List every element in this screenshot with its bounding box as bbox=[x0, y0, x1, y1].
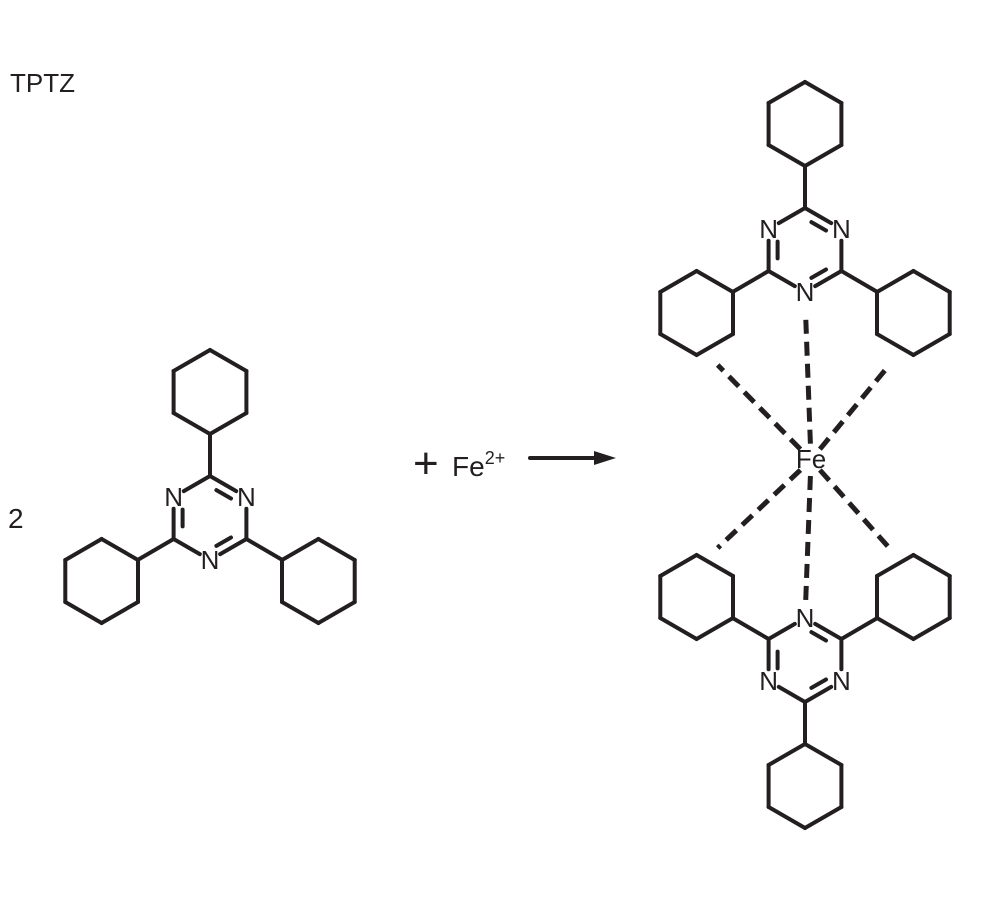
reaction-arrow bbox=[528, 451, 616, 465]
lower-ligand-pyridine-bond bbox=[911, 553, 952, 578]
lower-ligand-pyridine-bond bbox=[803, 742, 844, 767]
free-ligand-triazine-bond bbox=[208, 474, 239, 494]
upper-ligand-pyridine-bond bbox=[803, 80, 844, 105]
stoichiometric-coefficient: 2 bbox=[8, 503, 24, 534]
coordination-bond bbox=[715, 363, 803, 451]
lower-ligand-pyridine-bond bbox=[658, 553, 699, 578]
arrow-head bbox=[594, 451, 616, 465]
reaction-operator: + Fe2+ bbox=[413, 439, 505, 488]
iron-center-label: Fe bbox=[796, 444, 826, 474]
lower-ligand-link-bond bbox=[730, 616, 771, 641]
lower-ligand-triazine-nitrogen: N bbox=[832, 666, 851, 696]
coordination-bond bbox=[715, 468, 803, 550]
lower-ligand-pyridine-bond bbox=[766, 805, 807, 830]
upper-ligand-pyridine-bond bbox=[694, 332, 735, 357]
lower-ligand-pyridine-bond bbox=[694, 616, 735, 641]
upper-ligand-pyridine-bond bbox=[658, 332, 699, 357]
free-ligand-pyridine-bond bbox=[171, 411, 212, 436]
lower-ligand-triazine-nitrogen: N bbox=[796, 603, 815, 633]
compound-name-label: TPTZ bbox=[10, 68, 75, 98]
lower-ligand-pyridine-bond bbox=[694, 553, 735, 578]
lower-ligand-link-bond bbox=[839, 616, 880, 641]
upper-ligand: N N N bbox=[658, 80, 952, 357]
coordination-bond bbox=[818, 468, 892, 550]
iron-complex-structure: N N N N N N Fe bbox=[658, 80, 952, 830]
upper-ligand-pyridine-bond bbox=[911, 269, 952, 294]
free-ligand-triazine-double-bond bbox=[214, 535, 233, 548]
free-ligand-triazine-nitrogen: N bbox=[201, 545, 220, 575]
lower-ligand-pyridine-bond bbox=[911, 616, 952, 641]
lower-ligand-triazine-bond bbox=[766, 621, 797, 641]
upper-ligand-link-bond bbox=[730, 269, 771, 294]
lower-ligand-pyridine-bond bbox=[875, 553, 916, 578]
free-ligand-triazine-double-bond bbox=[214, 488, 233, 501]
plus-sign: + bbox=[413, 439, 439, 488]
free-ligand-triazine-bond bbox=[181, 474, 212, 494]
upper-ligand-pyridine-bond bbox=[766, 80, 807, 105]
free-ligand-triazine-bond bbox=[218, 537, 249, 557]
upper-ligand-triazine-nitrogen: N bbox=[759, 214, 778, 244]
lower-ligand-triazine-bond bbox=[776, 684, 807, 704]
free-ligand-structure: N N N bbox=[63, 348, 357, 625]
free-ligand-triazine-nitrogen: N bbox=[237, 482, 256, 512]
free-ligand-pyridine-bond bbox=[280, 600, 321, 625]
upper-ligand-pyridine-bond bbox=[875, 332, 916, 357]
free-ligand-pyridine-bond bbox=[316, 537, 357, 562]
upper-ligand-link-bond bbox=[839, 269, 880, 294]
free-ligand-pyridine-bond bbox=[99, 537, 140, 562]
upper-ligand-triazine-bond bbox=[813, 269, 844, 289]
lower-ligand-pyridine-bond bbox=[766, 742, 807, 767]
upper-ligand-triazine-bond bbox=[766, 269, 797, 289]
lower-ligand-pyridine-bond bbox=[658, 616, 699, 641]
free-ligand-link-bond bbox=[135, 537, 176, 562]
iron-charge: 2+ bbox=[485, 448, 506, 468]
upper-ligand-triazine-nitrogen: N bbox=[796, 277, 815, 307]
free-ligand-pyridine-bond bbox=[280, 537, 321, 562]
upper-ligand-triazine-bond bbox=[803, 206, 834, 226]
free-ligand-triazine-nitrogen: N bbox=[164, 482, 183, 512]
coordination-bonds bbox=[715, 316, 892, 601]
upper-ligand-pyridine-bond bbox=[875, 269, 916, 294]
free-ligand-pyridine-bond bbox=[208, 348, 249, 373]
upper-ligand-pyridine-bond bbox=[766, 143, 807, 168]
upper-ligand-pyridine-bond bbox=[911, 332, 952, 357]
lower-ligand-pyridine-bond bbox=[875, 616, 916, 641]
free-ligand-pyridine-bond bbox=[63, 600, 104, 625]
lower-ligand: N N N bbox=[658, 553, 952, 830]
upper-ligand-pyridine-bond bbox=[658, 269, 699, 294]
coordination-bond bbox=[803, 316, 813, 444]
upper-ligand-triazine-nitrogen: N bbox=[832, 214, 851, 244]
coordination-bond bbox=[803, 475, 813, 601]
upper-ligand-triazine-double-bond bbox=[809, 220, 828, 233]
upper-ligand-triazine-bond bbox=[776, 206, 807, 226]
free-ligand-pyridine-bond bbox=[171, 348, 212, 373]
free-ligand-pyridine-bond bbox=[99, 600, 140, 625]
lower-ligand-pyridine-bond bbox=[803, 805, 844, 830]
iron-ion-label: Fe2+ bbox=[452, 448, 505, 482]
lower-ligand-triazine-bond bbox=[813, 621, 844, 641]
free-ligand-pyridine-bond bbox=[316, 600, 357, 625]
upper-ligand-triazine-double-bond bbox=[809, 267, 828, 280]
free-ligand-link-bond bbox=[244, 537, 285, 562]
lower-ligand-triazine-bond bbox=[803, 684, 834, 704]
free-ligand-pyridine-bond bbox=[208, 411, 249, 436]
lower-ligand-triazine-double-bond bbox=[809, 630, 828, 643]
coordination-bond bbox=[817, 363, 892, 451]
upper-ligand-pyridine-bond bbox=[803, 143, 844, 168]
free-ligand-pyridine-bond bbox=[63, 537, 104, 562]
lower-ligand-triazine-double-bond bbox=[809, 677, 828, 690]
iron-symbol: Fe bbox=[452, 451, 485, 482]
lower-ligand-triazine-nitrogen: N bbox=[759, 666, 778, 696]
free-ligand-triazine-bond bbox=[171, 537, 202, 557]
upper-ligand-pyridine-bond bbox=[694, 269, 735, 294]
